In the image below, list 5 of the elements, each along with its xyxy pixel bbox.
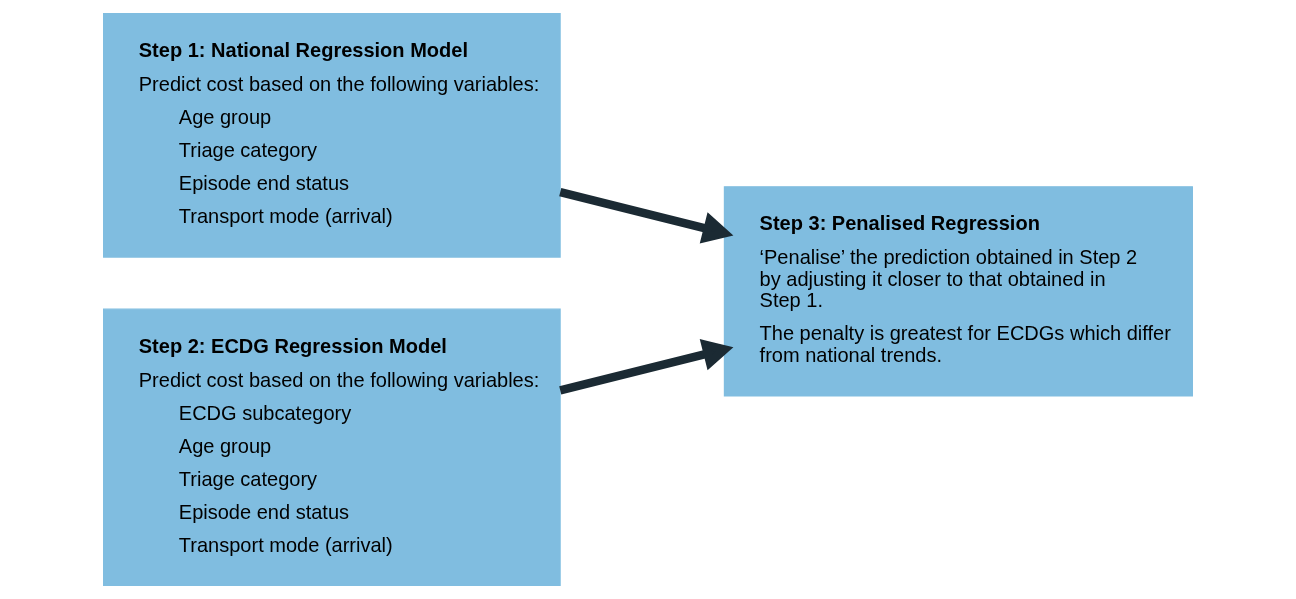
arrow xyxy=(559,187,734,244)
node-box: Step 1: National Regression Model Predict cost based on the following variables: Age group Triage category Episode end status Transport mode (arrival) xyxy=(103,13,561,258)
arrow xyxy=(559,339,734,395)
node-box: Step 3: Penalised Regression ‘Penalise’ the prediction obtained in Step 2 by adjusting it closer to that obtained in Step 1. The penalty is greatest for ECDGs which differ from national trends. xyxy=(723,186,1193,397)
node-box: Step 2: ECDG Regression Model Predict cost based on the following variables: ECDG subcategory Age group Triage category Episode end status Transport mode (arrival) xyxy=(103,308,561,586)
